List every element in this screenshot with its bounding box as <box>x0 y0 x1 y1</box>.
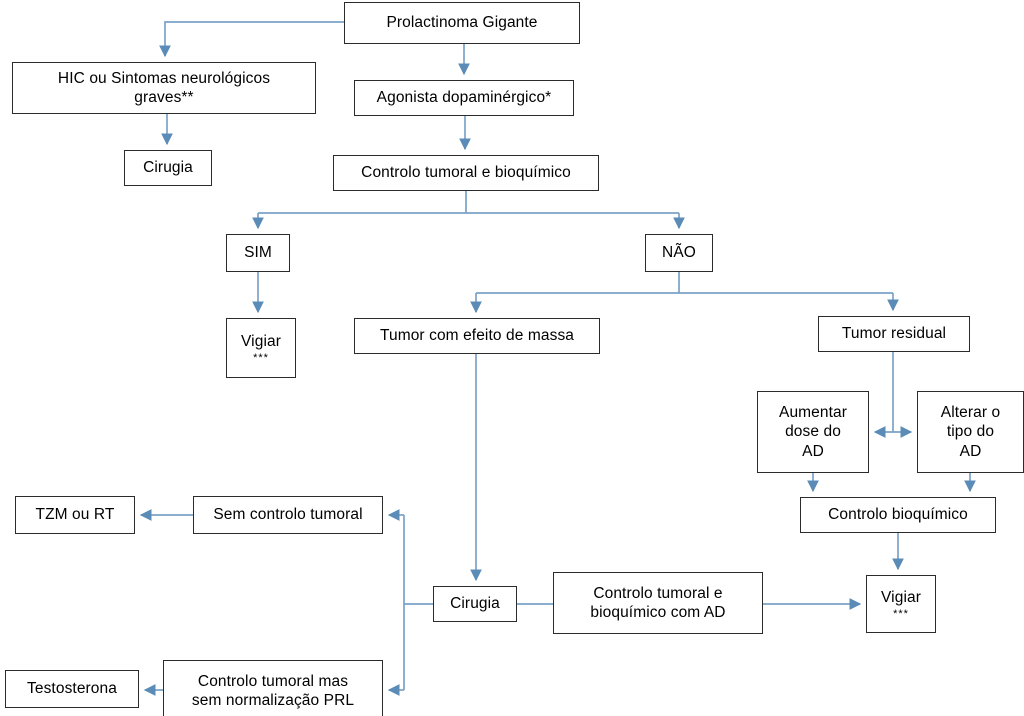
node-label: Sem controlo tumoral <box>213 506 363 524</box>
node-controlo-tumoral-bioquimico[interactable]: Controlo tumoral e bioquímico <box>333 155 599 191</box>
node-label: Tumor residual <box>841 325 947 343</box>
node-controlo-tumoral-bioq-ad[interactable]: Controlo tumoral e bioquímico com AD <box>553 572 763 634</box>
node-label: Cirugia <box>143 159 193 177</box>
node-controlo-tumoral-sem-prl[interactable]: Controlo tumoral mas sem normalização PR… <box>163 660 383 716</box>
node-sem-controlo-tumoral[interactable]: Sem controlo tumoral <box>193 496 383 534</box>
node-label: Prolactinoma Gigante <box>386 14 538 32</box>
node-sim[interactable]: SIM <box>226 234 290 272</box>
node-label: Alterar o tipo do AD <box>940 404 1001 460</box>
node-label: Testosterona <box>27 680 117 698</box>
node-controlo-bioquimico[interactable]: Controlo bioquímico <box>800 497 996 533</box>
node-label: SIM <box>244 244 272 262</box>
node-hic-sintomas[interactable]: HIC ou Sintomas neurológicos graves** <box>12 62 316 114</box>
node-aumentar-dose-ad[interactable]: Aumentar dose do AD <box>757 391 869 473</box>
node-label: TZM ou RT <box>35 506 115 524</box>
edge-controlo-bus <box>258 191 679 214</box>
node-label: Aumentar dose do AD <box>779 404 847 460</box>
node-label: NÃO <box>662 244 696 262</box>
edge-nao-bus <box>476 272 893 294</box>
node-cirugia-bottom[interactable]: Cirugia <box>433 586 517 622</box>
node-vigiar-left[interactable]: Vigiar *** <box>226 318 296 378</box>
node-footnote-marker: *** <box>893 608 909 621</box>
edge-cirugia-left-rail <box>403 515 433 690</box>
node-vigiar-right[interactable]: Vigiar *** <box>866 575 936 633</box>
node-label: Cirugia <box>450 595 500 613</box>
node-prolactinoma-gigante[interactable]: Prolactinoma Gigante <box>344 2 580 44</box>
node-label: Controlo bioquímico <box>828 506 968 524</box>
node-label: Agonista dopaminérgico* <box>376 89 552 107</box>
node-tumor-efeito-massa[interactable]: Tumor com efeito de massa <box>354 318 600 354</box>
node-tzm-ou-rt[interactable]: TZM ou RT <box>15 496 135 534</box>
node-alterar-tipo-ad[interactable]: Alterar o tipo do AD <box>917 391 1024 473</box>
node-tumor-residual[interactable]: Tumor residual <box>818 316 970 352</box>
node-label: Controlo tumoral e bioquímico <box>361 164 571 182</box>
node-footnote-marker: *** <box>253 352 269 365</box>
node-label: HIC ou Sintomas neurológicos graves** <box>57 69 271 106</box>
node-label: Vigiar <box>881 588 921 606</box>
node-label: Vigiar <box>241 332 281 350</box>
node-label: Controlo tumoral e bioquímico com AD <box>590 584 726 621</box>
edge-prolactinoma-to-hic <box>159 21 344 58</box>
node-label: Tumor com efeito de massa <box>379 327 575 345</box>
node-label: Controlo tumoral mas sem normalização PR… <box>191 672 355 709</box>
node-nao[interactable]: NÃO <box>645 234 713 272</box>
node-cirugia-top[interactable]: Cirugia <box>124 150 212 186</box>
node-testosterona[interactable]: Testosterona <box>5 670 139 708</box>
node-agonista-dopaminergico[interactable]: Agonista dopaminérgico* <box>354 80 574 116</box>
